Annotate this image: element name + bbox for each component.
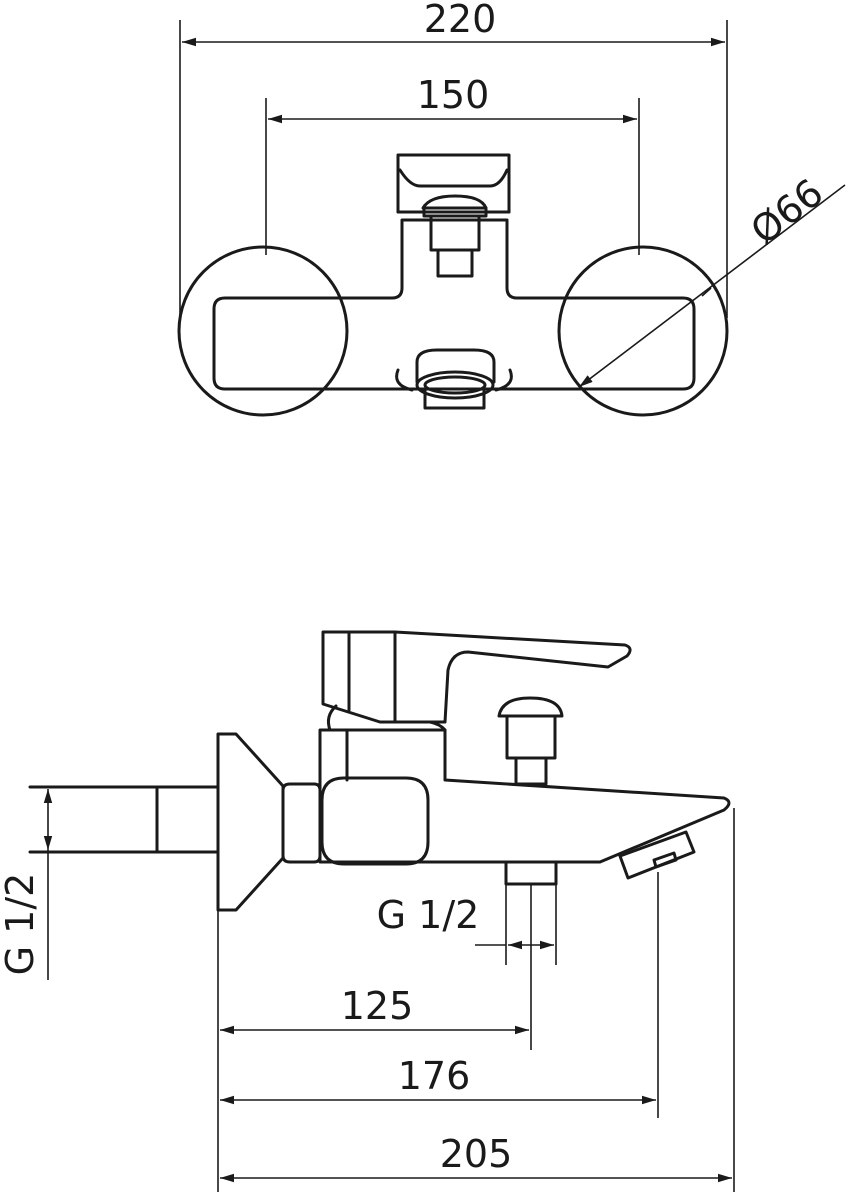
spout-outlet-top — [395, 348, 513, 410]
aerator-distance-dimension: 176 — [220, 1054, 656, 1105]
diverter-knob-side — [497, 696, 564, 786]
flange-diameter-label: Ø66 — [743, 170, 832, 253]
side-view: G 1/2 — [0, 630, 735, 1192]
aerator — [618, 830, 696, 880]
center-distance-dimension: 150 — [265, 73, 640, 255]
left-wall-flange — [177, 245, 349, 417]
overall-width-label: 220 — [424, 0, 497, 41]
overall-width-dimension: 220 — [179, 0, 728, 318]
mixer-body-side — [318, 728, 731, 864]
diverter-knob-top — [421, 194, 488, 210]
connecting-nut — [281, 782, 322, 864]
inlet-thread-dimension: G 1/2 — [0, 789, 53, 980]
right-wall-flange — [557, 245, 729, 417]
lever-handle-side — [321, 630, 632, 724]
wall-inlet-pipe — [28, 785, 220, 854]
body-side-panel — [320, 776, 430, 866]
overall-depth-label: 205 — [440, 1132, 513, 1176]
outlet-thread-dimension: G 1/2 — [377, 893, 554, 950]
mixer-body-top — [212, 218, 696, 391]
outlet-thread-label: G 1/2 — [377, 893, 480, 937]
inlet-thread-label: G 1/2 — [0, 873, 42, 976]
center-distance-label: 150 — [417, 73, 490, 117]
outlet-distance-label: 125 — [341, 984, 414, 1028]
top-view: 220 150 — [177, 0, 846, 417]
flange-diameter-dimension: Ø66 — [578, 170, 846, 388]
wall-flange-side — [216, 732, 285, 912]
aerator-distance-label: 176 — [398, 1054, 471, 1098]
outlet-distance-dimension: 125 — [220, 984, 529, 1035]
overall-depth-dimension: 205 — [220, 1132, 732, 1183]
lever-handle-detail — [398, 168, 509, 188]
